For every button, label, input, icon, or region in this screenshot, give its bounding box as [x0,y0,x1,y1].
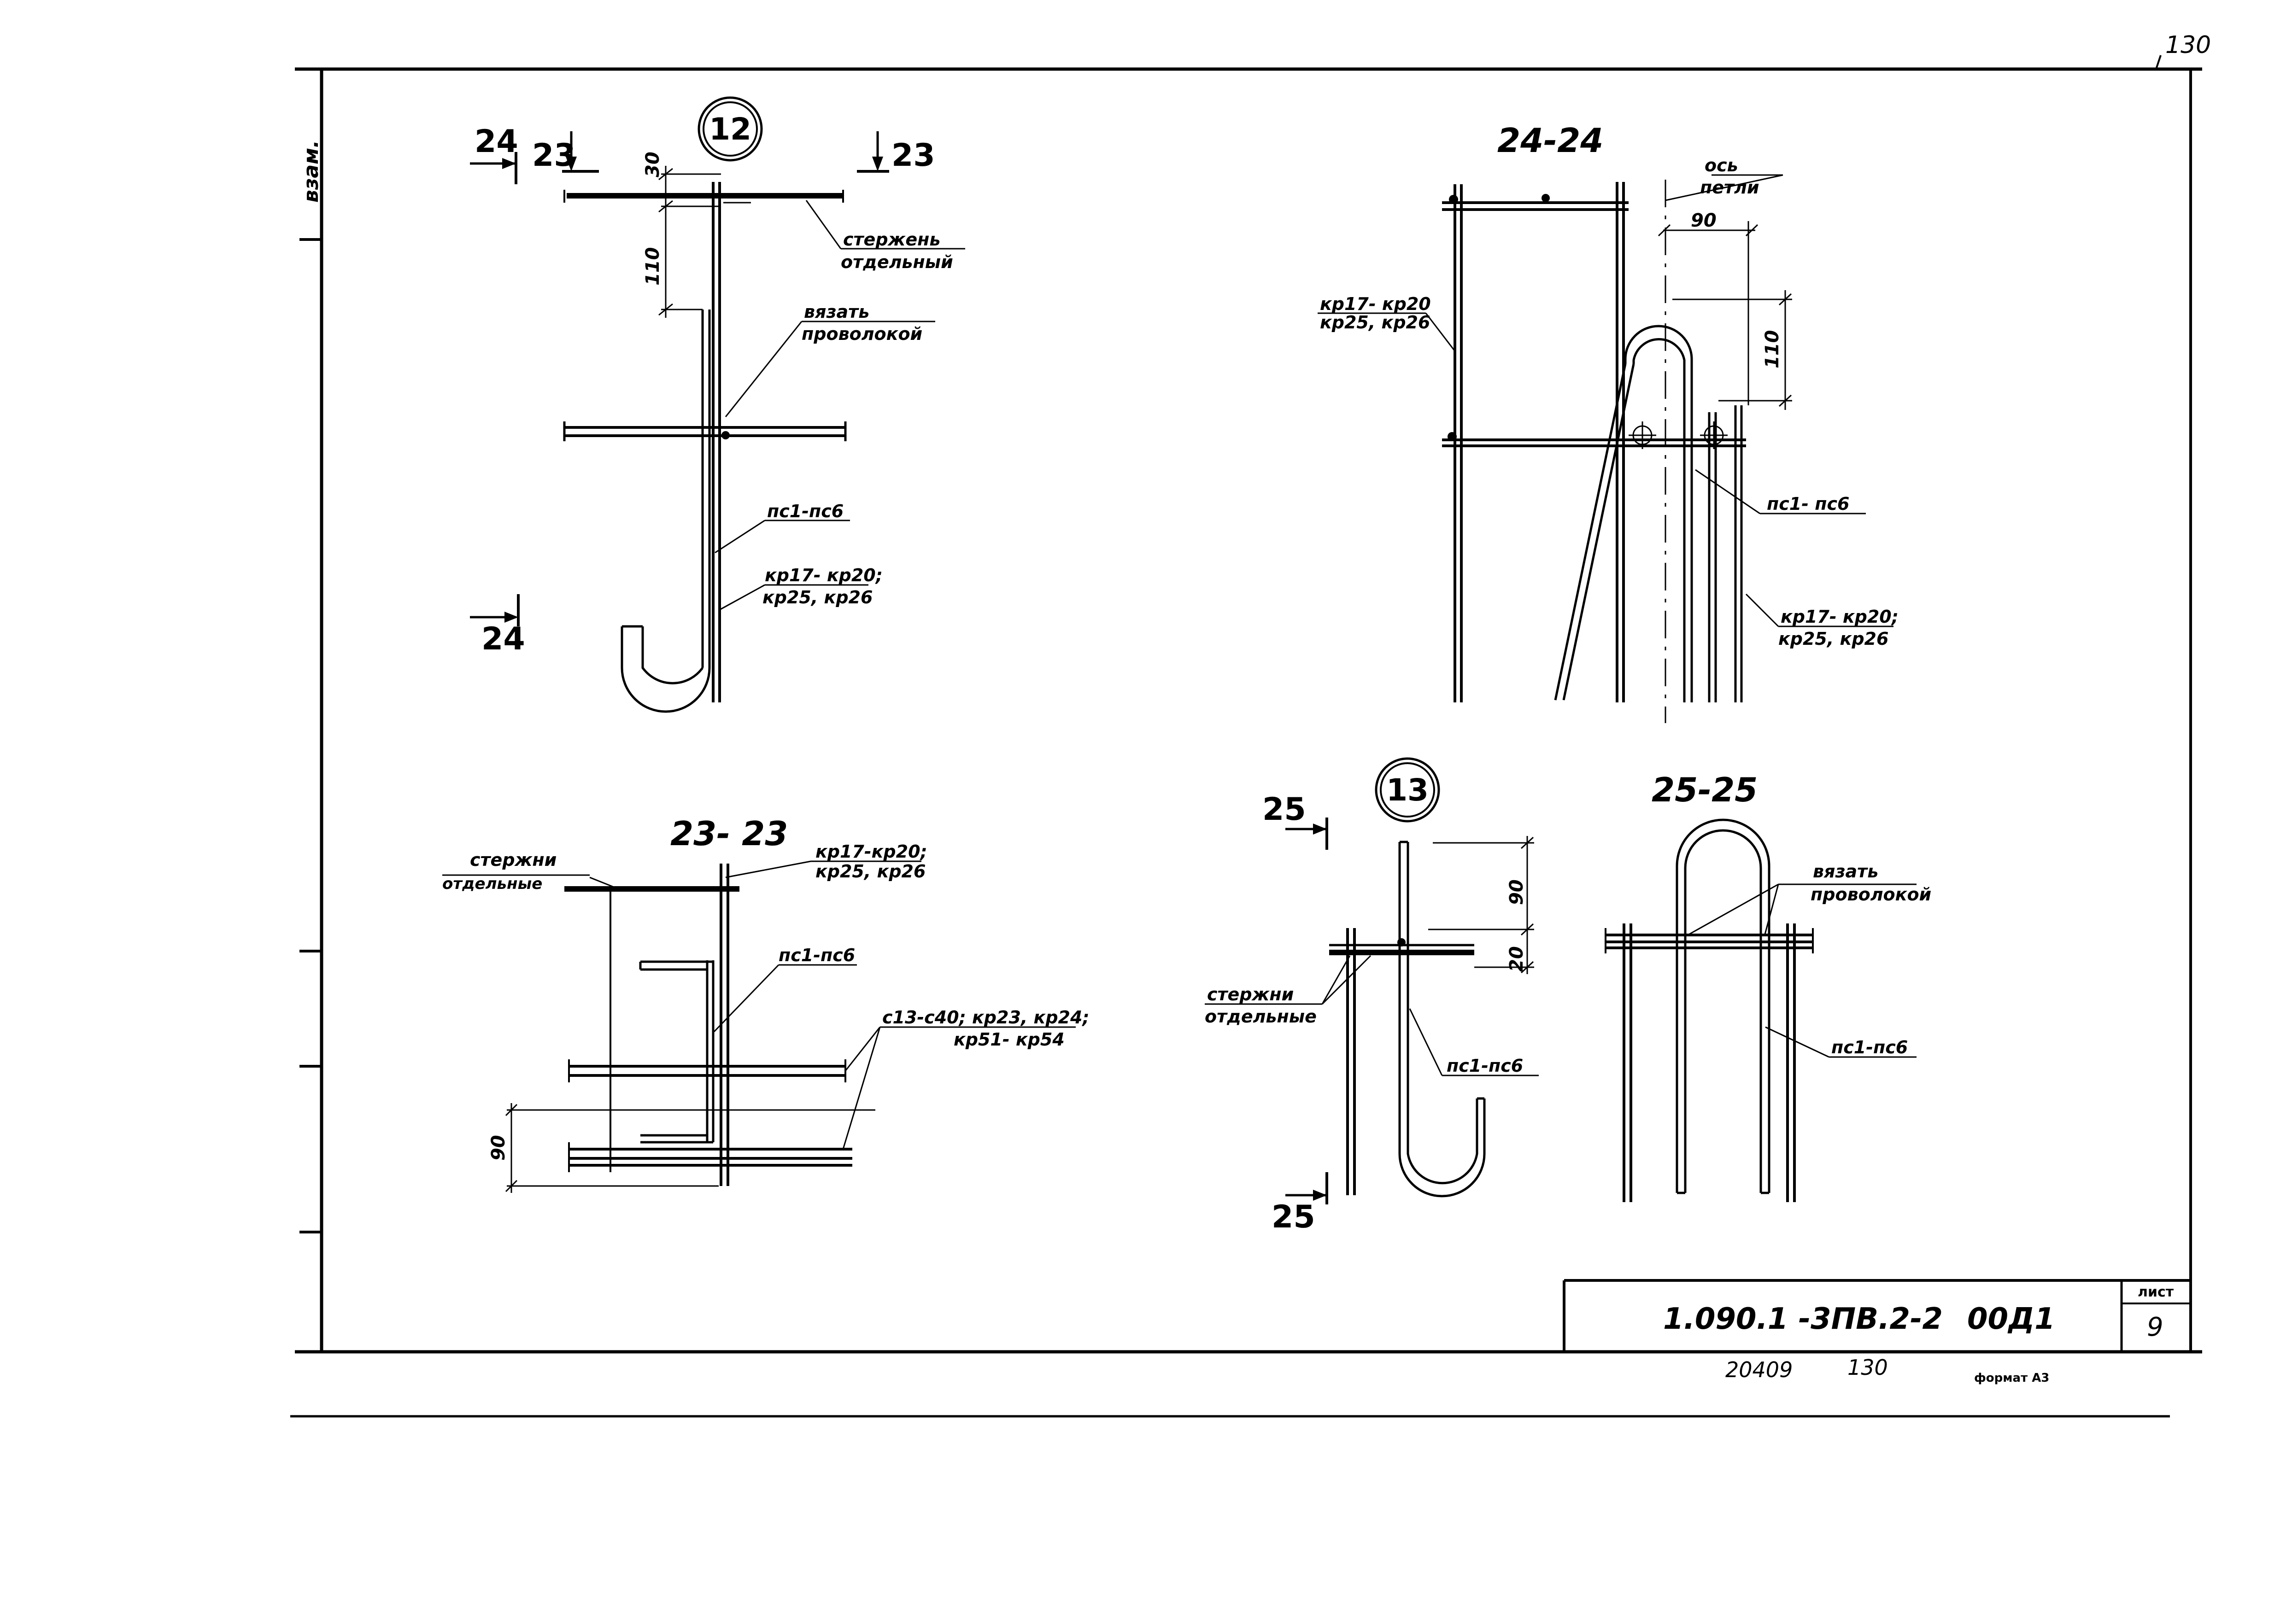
label-c-2: кр51- кр54 [954,1029,1065,1050]
label-c-1: с13-с40; кр23, кр24; [882,1007,1090,1028]
detail-12: 12 24 23 23 24 [470,96,965,713]
label-kr-right-2: кр25, кр26 [1778,629,1888,649]
dim-110-side: 110 [1762,330,1783,369]
title-code: 1.090.1 -3ПВ.2-2 [1663,1302,1943,1336]
section-mark-25-top: 25 [1262,791,1306,828]
dim-110: 110 [642,247,663,286]
label-tie-2525-1: вязать [1813,861,1878,882]
detail-marker-12-circle [698,96,763,162]
label-rod-1: стержень [843,229,940,250]
detail-13: 13 25 25 90 20 стержни [1205,757,1539,1235]
footer-page-number: 130 [1847,1355,1888,1380]
sheet-label: лист [2138,1284,2174,1300]
label-kr-left-2: кр25, кр26 [1320,312,1430,333]
detail-marker-13-circle [1375,757,1440,823]
label-kr-2: кр25, кр26 [762,587,873,608]
section-23-23: 23- 23 90 стержни отдельные [442,814,1090,1193]
margin-mark: взам. [299,140,323,203]
dim-20-13: 20 [1506,946,1527,972]
label-rods-1: стержни [470,850,557,870]
detail-marker-13: 13 [1386,772,1429,808]
label-rods-2: отдельные [442,875,542,893]
section-25-25-title: 25-25 [1652,771,1758,809]
dim-90-2323: 90 [488,1135,509,1161]
section-mark-25-bottom: 25 [1272,1199,1315,1235]
section-25-25: 25-25 вязать проволокой пс1-пс6 [1605,771,1931,1202]
label-axis-1: ось [1705,155,1738,175]
label-rods-13-1: стержни [1207,984,1294,1005]
section-mark-23-right: 23 [891,137,935,174]
dim-90-top: 90 [1691,210,1717,231]
label-axis-2: петли [1700,177,1759,198]
label-ps: пс1-пс6 [767,501,844,521]
section-mark-24-top: 24 [475,123,518,160]
section-24-24: 24-24 ось петли [1318,121,1899,723]
label-rods-13-2: отдельные [1205,1006,1317,1027]
label-tie-2: проволокой [802,324,922,344]
label-ps-2525: пс1-пс6 [1831,1037,1908,1057]
dim-30: 30 [642,152,663,177]
sheet-frame [290,67,2202,1418]
title-block: 1.090.1 -3ПВ.2-2 00Д1 лист 9 [1563,1279,2191,1352]
sheet-number: 9 [2147,1312,2163,1342]
label-kr-left-1: кр17- кр20 [1320,294,1431,314]
label-tie-2525-2: проволокой [1811,884,1931,905]
detail-marker-12: 12 [709,111,751,147]
footer: 20409 130 формат А3 [1725,1355,2049,1385]
dim-90-13: 90 [1506,879,1527,905]
title-suffix: 00Д1 [1967,1302,2055,1336]
label-ps-13: пс1-пс6 [1447,1056,1523,1076]
section-mark-24-bottom: 24 [481,621,525,657]
label-tie-1: вязать [804,302,869,322]
label-rod-2: отдельный [841,252,953,272]
page-corner-number: 130 [2165,31,2211,59]
label-kr-right-1: кр17- кр20; [1781,607,1899,627]
label-ps-2323: пс1-пс6 [779,945,855,965]
label-ps-2424: пс1- пс6 [1767,494,1849,514]
inv-number: 20409 [1725,1357,1793,1382]
section-mark-23-left: 23 [532,137,576,174]
section-23-23-title: 23- 23 [670,814,788,853]
section-24-24-title: 24-24 [1497,121,1603,160]
label-kr-2323-2: кр25, кр26 [815,861,926,882]
label-kr-1: кр17- кр20; [765,565,883,585]
label-kr-2323-1: кр17-кр20; [815,841,927,862]
format-label: формат А3 [1974,1371,2049,1385]
